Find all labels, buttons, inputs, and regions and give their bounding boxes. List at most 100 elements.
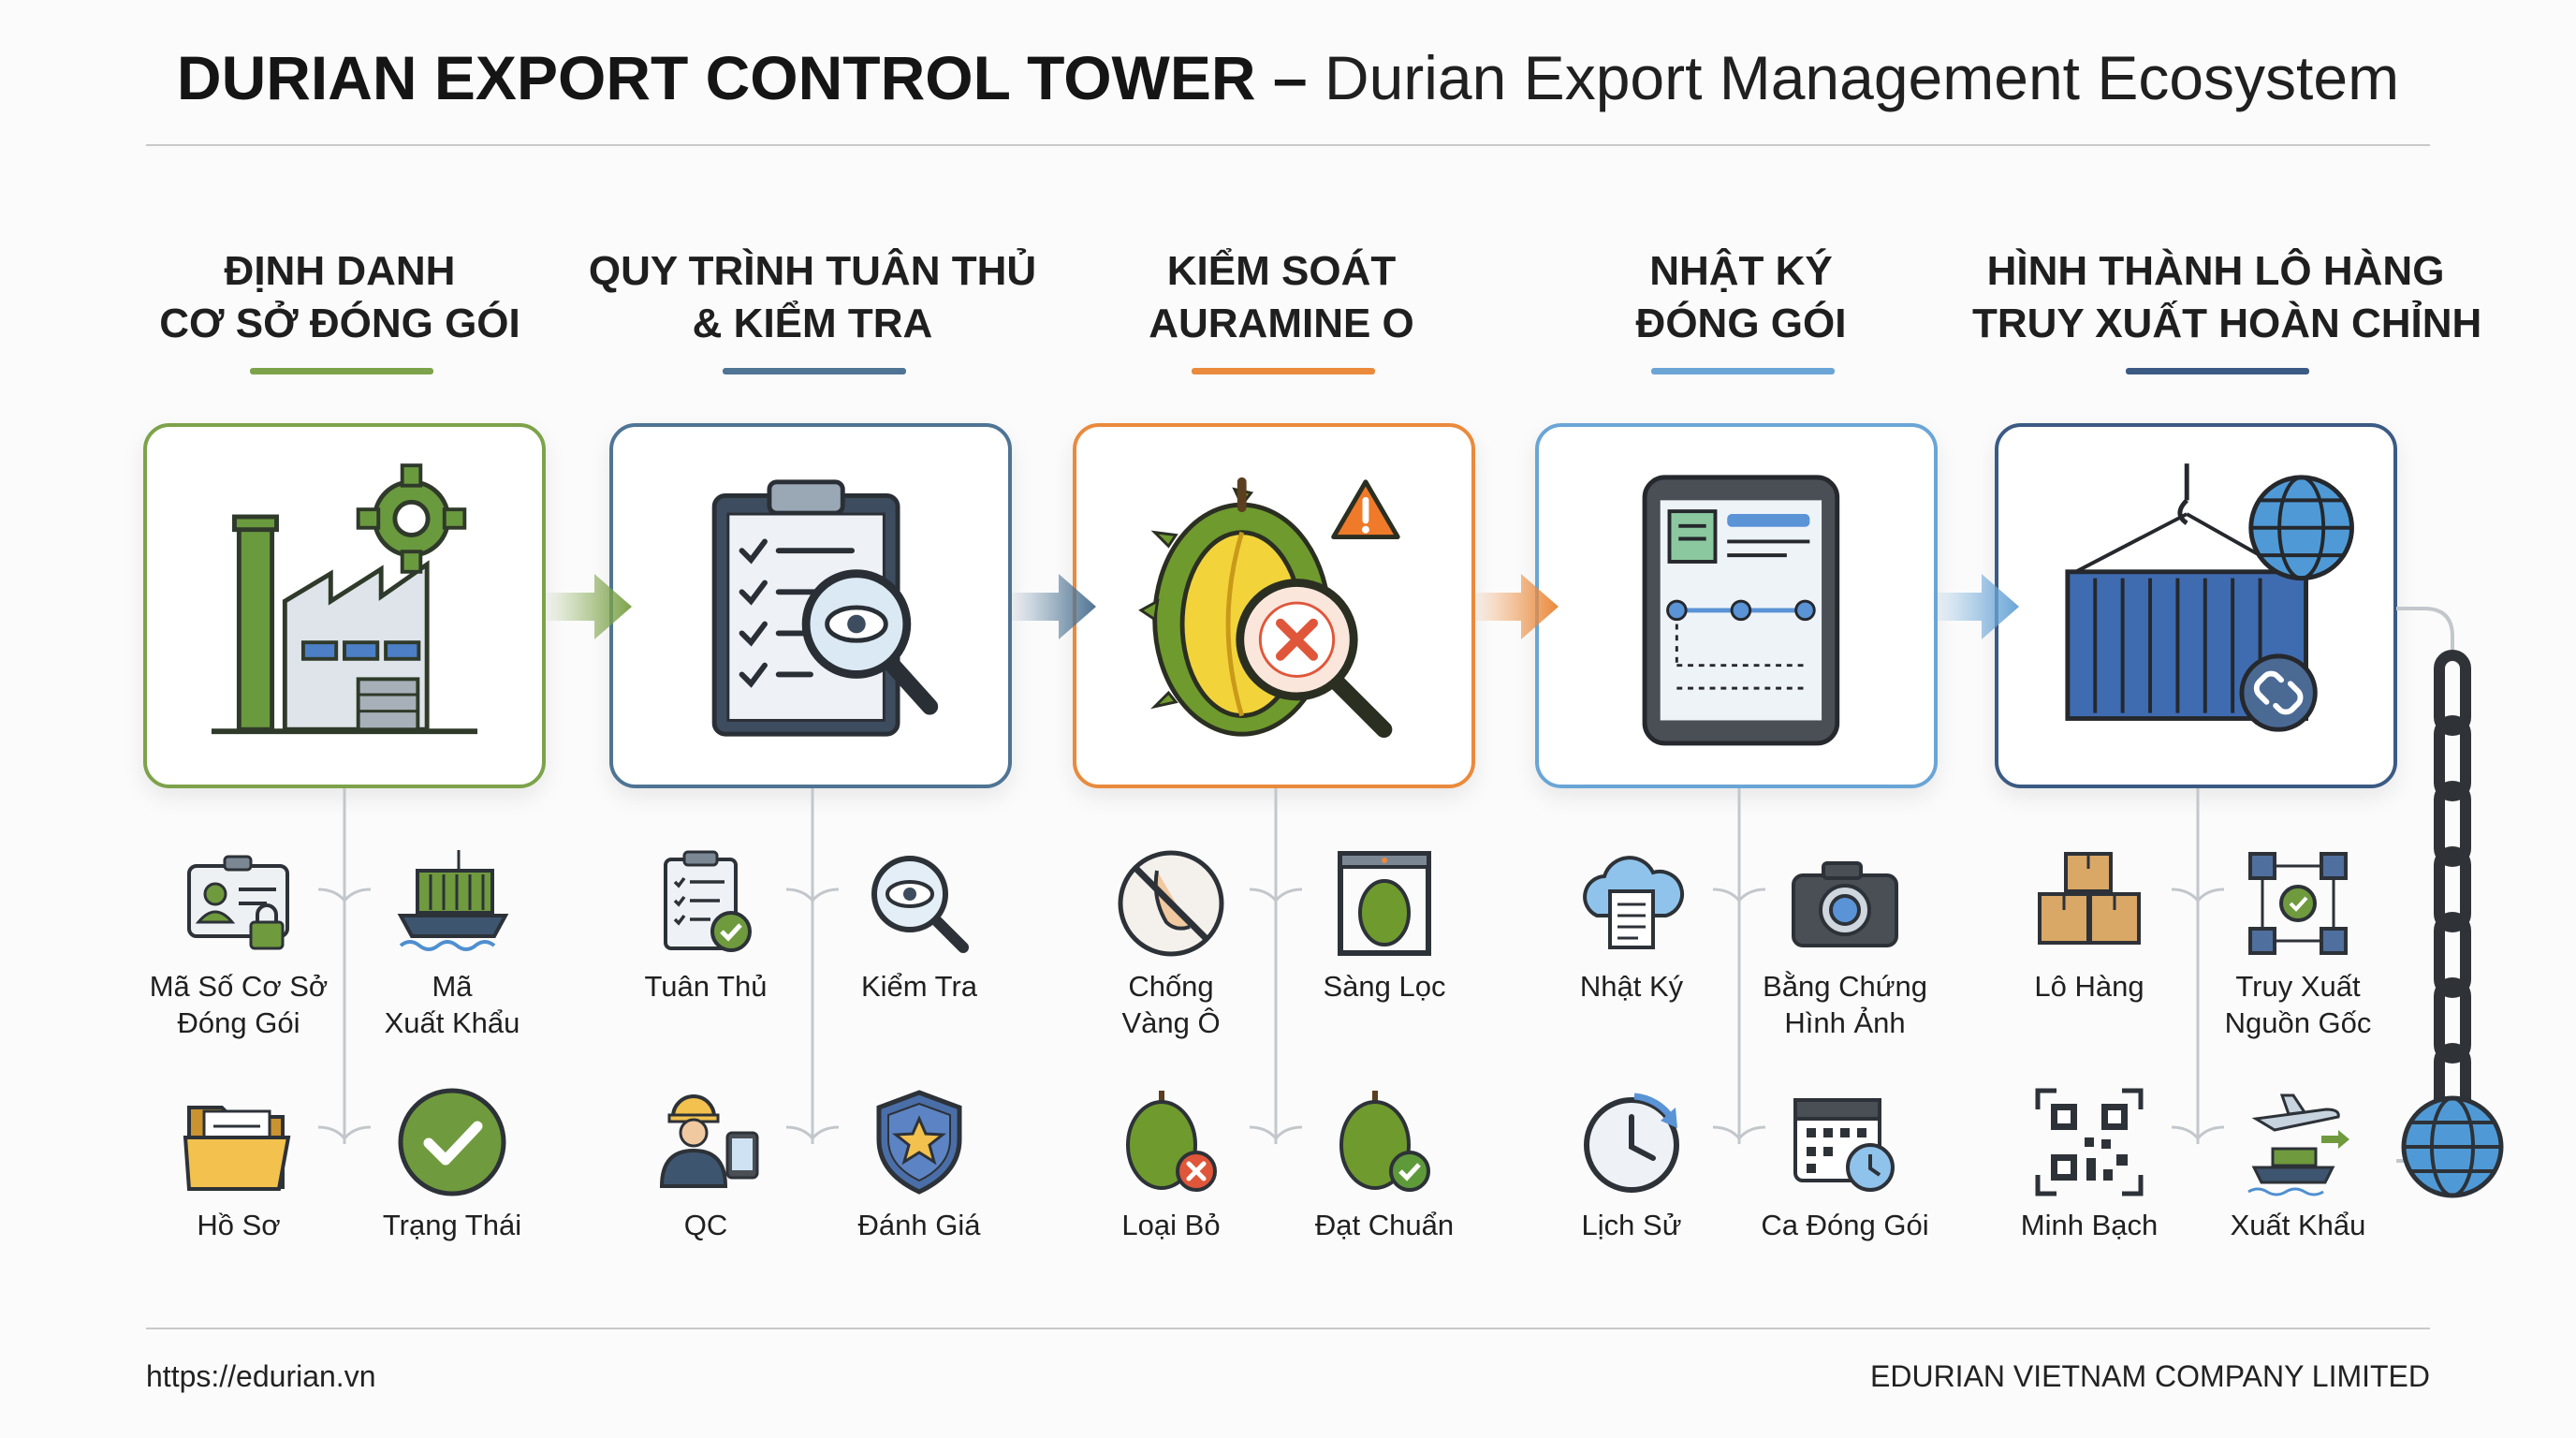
column-title-line: CƠ SỞ ĐÓNG GÓI bbox=[159, 301, 520, 346]
connector-tree-3 bbox=[1248, 788, 1304, 1144]
sub-item-label: Loại Bỏ bbox=[1121, 1209, 1221, 1241]
plane-ship-icon bbox=[2247, 1093, 2349, 1196]
sub-item-label: Mã Số Cơ Sở bbox=[149, 970, 329, 1003]
qr-code-icon bbox=[2035, 1088, 2144, 1196]
page-title: DURIAN EXPORT CONTROL TOWER – Durian Exp… bbox=[0, 36, 2576, 120]
sub-item-evaluation: Đánh Giá bbox=[816, 1081, 1022, 1243]
durian-pass-icon bbox=[1339, 1091, 1430, 1192]
column-title-1: ĐỊNH DANH CƠ SỞ ĐÓNG GÓI bbox=[96, 245, 583, 350]
clipboard-magnifier-icon bbox=[711, 479, 939, 737]
sub-item-history: Lịch Sử bbox=[1529, 1081, 1734, 1243]
column-underline-1 bbox=[250, 368, 433, 374]
history-clock-icon bbox=[1584, 1093, 1679, 1193]
column-title-line: QUY TRÌNH TUÂN THỦ bbox=[588, 248, 1037, 294]
sub-item-label: Xuất Khẩu bbox=[2230, 1209, 2366, 1241]
footer-url[interactable]: https://edurian.vn bbox=[146, 1359, 376, 1393]
sub-item-label: Tuân Thủ bbox=[644, 970, 768, 1003]
column-title-line: & KIỂM TRA bbox=[692, 301, 933, 346]
flow-arrow-2 bbox=[1007, 569, 1101, 644]
eye-magnifier-icon bbox=[871, 856, 969, 953]
sub-item-export: Xuất Khẩu bbox=[2195, 1081, 2401, 1243]
sub-item-anti-dye: Chống Vàng Ô bbox=[1068, 843, 1274, 1041]
sub-item-packing-code: Mã Số Cơ Sở Đóng Gói bbox=[136, 843, 342, 1041]
column-title-line: TRUY XUẤT HOÀN CHỈNH bbox=[1972, 301, 2482, 346]
column-title-line: HÌNH THÀNH LÔ HÀNG bbox=[1986, 248, 2445, 294]
calendar-clock-icon bbox=[1793, 1098, 1895, 1192]
sub-item-shift: Ca Đóng Gói bbox=[1742, 1081, 1948, 1243]
sub-item-label: Đánh Giá bbox=[857, 1209, 981, 1241]
flow-arrow-3 bbox=[1470, 569, 1563, 644]
title-bold: DURIAN EXPORT CONTROL TOWER – bbox=[176, 43, 1308, 112]
card-clipboard bbox=[609, 423, 1012, 788]
bottom-divider bbox=[146, 1328, 2430, 1329]
column-underline-2 bbox=[723, 368, 906, 374]
column-title-line: AURAMINE O bbox=[1149, 301, 1414, 346]
chain-icon bbox=[2385, 607, 2504, 1198]
durian-warning-icon bbox=[1138, 477, 1400, 739]
sub-item-screening: Sàng Lọc bbox=[1281, 843, 1487, 1005]
sub-item-inspection: Kiểm Tra bbox=[816, 843, 1022, 1005]
sub-item-label: Bằng Chứng bbox=[1763, 970, 1927, 1003]
factory-gear-icon bbox=[211, 463, 478, 735]
sub-item-label: Chống bbox=[1128, 970, 1214, 1003]
footer-company: EDURIAN VIETNAM COMPANY LIMITED bbox=[1870, 1359, 2430, 1393]
sub-item-traceability: Truy Xuất Nguồn Gốc bbox=[2195, 843, 2401, 1041]
sub-item-label: Trạng Thái bbox=[382, 1209, 522, 1241]
connector-tree-2 bbox=[784, 788, 841, 1144]
cargo-ship-icon bbox=[397, 850, 509, 951]
folder-icon bbox=[183, 1106, 291, 1191]
sub-item-label: Đạt Chuẩn bbox=[1314, 1209, 1455, 1241]
column-title-5: HÌNH THÀNH LÔ HÀNG TRUY XUẤT HOÀN CHỈNH bbox=[1972, 245, 2482, 350]
sub-item-log: Nhật Ký bbox=[1529, 843, 1734, 1005]
card-auramine bbox=[1073, 423, 1475, 788]
column-title-line: ĐÓNG GÓI bbox=[1635, 301, 1847, 346]
sub-item-label: QC bbox=[683, 1209, 728, 1241]
sub-item-pass: Đạt Chuẩn bbox=[1281, 1081, 1487, 1243]
sub-item-label: Kiểm Tra bbox=[860, 970, 978, 1003]
sub-item-label: Hình Ảnh bbox=[1784, 1006, 1906, 1039]
sub-item-status: Trạng Thái bbox=[349, 1081, 555, 1243]
sub-item-transparency: Minh Bạch bbox=[1986, 1081, 2192, 1243]
id-card-lock-icon bbox=[187, 855, 289, 950]
inspector-tablet-icon bbox=[659, 1094, 759, 1188]
durian-reject-icon bbox=[1126, 1091, 1217, 1192]
shield-star-icon bbox=[876, 1090, 962, 1195]
card-container bbox=[1995, 423, 2397, 788]
trace-network-icon bbox=[2248, 852, 2348, 955]
check-circle-icon bbox=[398, 1088, 506, 1196]
sub-item-label: Vàng Ô bbox=[1121, 1006, 1221, 1039]
column-underline-5 bbox=[2126, 368, 2309, 374]
cloud-document-icon bbox=[1583, 856, 1685, 949]
chain-link-decoration bbox=[2385, 599, 2509, 1273]
column-underline-3 bbox=[1192, 368, 1375, 374]
sub-item-label: Hồ Sơ bbox=[197, 1209, 281, 1241]
connector-tree-5 bbox=[2170, 788, 2226, 1144]
sub-item-lot: Lô Hàng bbox=[1986, 843, 2192, 1005]
container-globe-icon bbox=[2065, 463, 2354, 732]
sub-item-label: Đóng Gói bbox=[177, 1006, 300, 1039]
stacked-boxes-icon bbox=[2038, 852, 2141, 945]
sub-item-label: Lô Hàng bbox=[2034, 970, 2144, 1003]
column-title-line: KIỂM SOÁT bbox=[1166, 248, 1397, 294]
sub-item-label: Xuất Khẩu bbox=[384, 1006, 520, 1039]
tablet-log-icon bbox=[1642, 475, 1840, 746]
sub-item-compliance: Tuân Thủ bbox=[603, 843, 809, 1005]
column-underline-4 bbox=[1651, 368, 1835, 374]
scanner-gate-icon bbox=[1338, 851, 1431, 956]
sub-item-label: Sàng Lọc bbox=[1323, 970, 1446, 1003]
column-title-2: QUY TRÌNH TUÂN THỦ & KIỂM TRA bbox=[569, 245, 1056, 350]
sub-item-label: Nguồn Gốc bbox=[2224, 1006, 2372, 1039]
title-light: Durian Export Management Ecosystem bbox=[1324, 43, 2400, 112]
no-dye-icon bbox=[1118, 850, 1224, 957]
column-title-line: ĐỊNH DANH bbox=[224, 248, 456, 294]
sub-item-reject: Loại Bỏ bbox=[1068, 1081, 1274, 1243]
card-factory bbox=[143, 423, 546, 788]
sub-item-label: Nhật Ký bbox=[1579, 970, 1684, 1003]
flow-arrow-4 bbox=[1930, 569, 2024, 644]
sub-item-label: Ca Đóng Gói bbox=[1761, 1209, 1929, 1241]
top-divider bbox=[146, 144, 2430, 146]
sub-item-photo-evidence: Bằng Chứng Hình Ảnh bbox=[1742, 843, 1948, 1041]
sub-item-label: Mã bbox=[432, 970, 473, 1003]
column-title-3: KIỂM SOÁT AURAMINE O bbox=[1038, 245, 1525, 350]
sub-item-label: Truy Xuất bbox=[2235, 970, 2361, 1003]
